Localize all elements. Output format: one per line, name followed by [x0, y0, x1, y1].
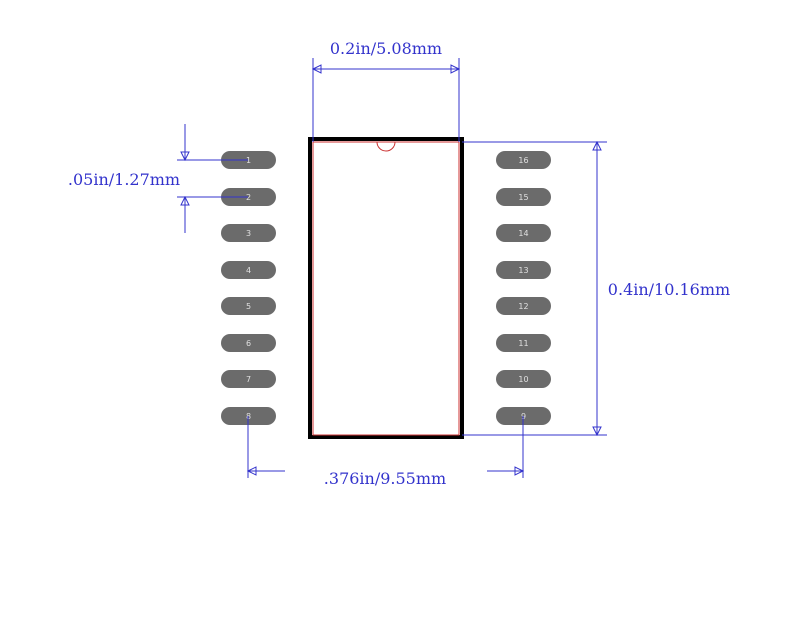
- pad-shape: [496, 188, 551, 206]
- pad-shape: [221, 334, 276, 352]
- pad-number: 7: [246, 375, 251, 384]
- pad-number: 16: [518, 156, 528, 165]
- arrowhead: [311, 64, 322, 74]
- dimension-body-width: [311, 58, 461, 142]
- pad-3: 3: [221, 224, 276, 242]
- body-width-label: 0.2in/5.08mm: [330, 39, 442, 58]
- arrowhead: [246, 466, 257, 476]
- pad-number: 14: [518, 229, 528, 238]
- dimension-pitch: [177, 124, 248, 233]
- pad-shape: [221, 151, 276, 169]
- arrowhead: [592, 140, 602, 151]
- pad-number: 13: [518, 266, 528, 275]
- pin1-notch: [376, 141, 396, 152]
- pad-shape: [496, 297, 551, 315]
- left-pad-row: 1 2 3 4 5 6 7 8: [221, 151, 276, 425]
- pad-shape: [496, 261, 551, 279]
- right-pad-row: 16 15 14 13 12 11 10 9: [496, 151, 551, 425]
- pad-number: 4: [246, 266, 251, 275]
- pad-15: 15: [496, 188, 551, 206]
- pad-16: 16: [496, 151, 551, 169]
- pad-shape: [221, 370, 276, 388]
- pad-shape: [221, 297, 276, 315]
- pad-7: 7: [221, 370, 276, 388]
- courtyard-outline: [312, 141, 460, 436]
- pad-2: 2: [221, 188, 276, 206]
- pad-number: 15: [518, 193, 528, 202]
- pad-shape: [221, 261, 276, 279]
- arrowhead: [180, 195, 190, 206]
- arrowhead: [450, 64, 461, 74]
- pad-13: 13: [496, 261, 551, 279]
- pad-number: 12: [518, 302, 528, 311]
- pad-shape: [221, 224, 276, 242]
- dimension-pad-span: [246, 416, 525, 478]
- pad-shape: [496, 151, 551, 169]
- pad-number: 10: [518, 375, 528, 384]
- pad-shape: [496, 370, 551, 388]
- pad-shape: [221, 188, 276, 206]
- package-outline: [308, 137, 464, 439]
- pad-number: 1: [246, 156, 251, 165]
- pad-5: 5: [221, 297, 276, 315]
- pad-number: 6: [246, 339, 251, 348]
- pad-span-label: .376in/9.55mm: [324, 469, 446, 488]
- pad-6: 6: [221, 334, 276, 352]
- pad-number: 5: [246, 302, 251, 311]
- pad-number: 11: [518, 339, 528, 348]
- pad-4: 4: [221, 261, 276, 279]
- pad-1: 1: [221, 151, 276, 169]
- pad-10: 10: [496, 370, 551, 388]
- pitch-label: .05in/1.27mm: [68, 170, 180, 189]
- arrowhead: [180, 151, 190, 162]
- pad-number: 2: [246, 193, 251, 202]
- pad-11: 11: [496, 334, 551, 352]
- arrowhead: [514, 466, 525, 476]
- pad-shape: [496, 224, 551, 242]
- row-span-label: 0.4in/10.16mm: [608, 280, 730, 299]
- pad-number: 3: [246, 229, 251, 238]
- pad-12: 12: [496, 297, 551, 315]
- pad-14: 14: [496, 224, 551, 242]
- arrowhead: [592, 426, 602, 437]
- pad-shape: [496, 334, 551, 352]
- dimension-row-span: [462, 140, 607, 437]
